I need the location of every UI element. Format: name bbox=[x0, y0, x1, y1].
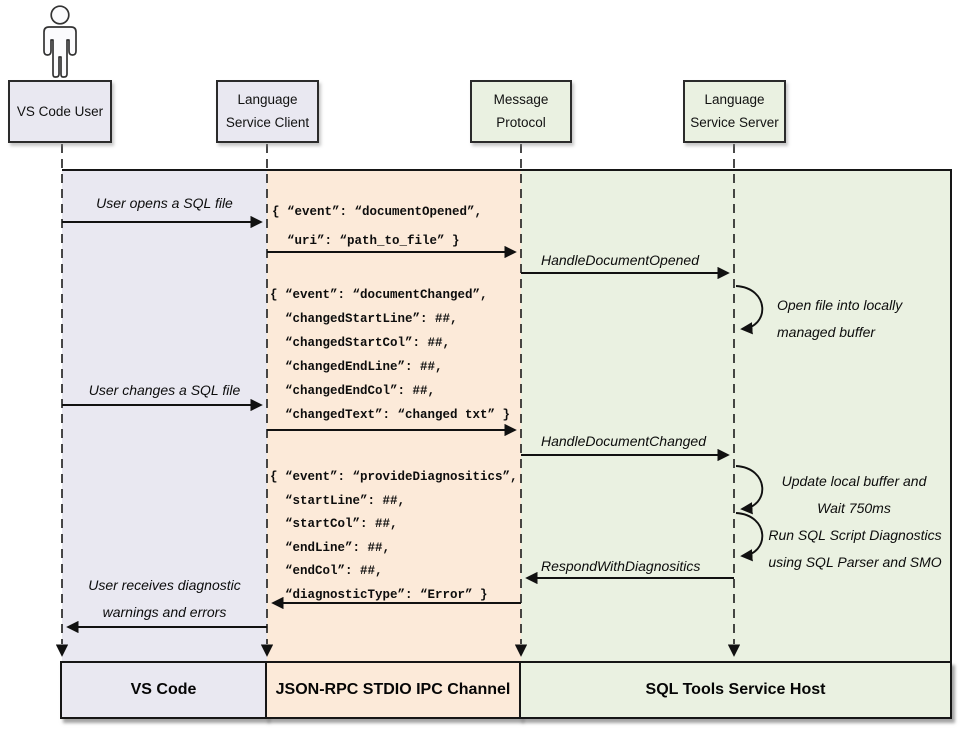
note-line: Wait 750ms bbox=[817, 500, 891, 516]
actor-label-line: Language bbox=[704, 92, 765, 107]
payload-line: “changedText”: “changed txt” } bbox=[270, 408, 511, 422]
payload-line: { “event”: “documentOpened”, bbox=[272, 205, 483, 219]
actor-label-line: Protocol bbox=[496, 115, 546, 130]
payload-document-opened: { “event”: “documentOpened”, “uri”: “pat… bbox=[272, 198, 482, 256]
note-line: managed buffer bbox=[777, 324, 876, 340]
label-line: warnings and errors bbox=[102, 604, 227, 620]
payload-document-changed: { “event”: “documentChanged”, “changedSt… bbox=[270, 283, 510, 427]
swimlane-bands bbox=[62, 169, 952, 663]
label-user-opens-file: User opens a SQL file bbox=[96, 195, 233, 211]
self-loop-open-buffer bbox=[735, 285, 764, 335]
actor-label-line: Service Server bbox=[690, 115, 779, 130]
payload-line: “startLine”: ##, bbox=[270, 493, 406, 508]
note-line: Open file into locally bbox=[777, 297, 903, 313]
footer-label: JSON-RPC STDIO IPC Channel bbox=[275, 681, 511, 698]
payload-line: “changedStartLine”: ##, bbox=[270, 312, 458, 326]
self-loop-run-diagnostics bbox=[735, 512, 764, 562]
footer-label: SQL Tools Service Host bbox=[645, 681, 826, 698]
payload-line: “startCol”: ##, bbox=[270, 517, 398, 531]
label-user-changes-file: User changes a SQL file bbox=[88, 382, 241, 398]
payload-line: “endLine”: ##, bbox=[270, 540, 391, 555]
note-open-buffer: Open file into locally managed buffer bbox=[777, 292, 902, 346]
payload-line: “changedStartCol”: ##, bbox=[270, 336, 451, 350]
footer-label: VS Code bbox=[130, 681, 197, 698]
actor-box-message-protocol: Message Protocol bbox=[470, 80, 572, 143]
note-run-diagnostics: Run SQL Script Diagnostics using SQL Par… bbox=[764, 522, 946, 576]
actor-box-language-service-server: Language Service Server bbox=[683, 80, 786, 143]
payload-line: “uri”: “path_to_file” } bbox=[272, 234, 460, 248]
footer-box-service-host: SQL Tools Service Host bbox=[519, 661, 952, 719]
payload-line: “changedEndCol”: ##, bbox=[270, 384, 436, 398]
person-icon bbox=[43, 5, 77, 78]
band-vscode bbox=[62, 171, 267, 663]
label-handle-document-opened: HandleDocumentOpened bbox=[541, 252, 699, 268]
label-respond-with-diagnostics: RespondWithDiagnositics bbox=[541, 558, 701, 574]
band-service-host bbox=[521, 171, 950, 663]
footer-box-vscode: VS Code bbox=[60, 661, 267, 719]
note-line: using SQL Parser and SMO bbox=[768, 554, 942, 570]
payload-line: “diagnosticType”: “Error” } bbox=[270, 587, 488, 602]
actor-label-line: Message bbox=[493, 92, 549, 107]
actor-label-line: Service Client bbox=[225, 115, 310, 130]
payload-line: “endCol”: ##, bbox=[270, 564, 383, 578]
actor-box-language-service-client: Language Service Client bbox=[216, 80, 319, 143]
note-update-buffer: Update local buffer and Wait 750ms bbox=[766, 468, 942, 522]
actor-box-vscode-user: VS Code User bbox=[8, 80, 112, 143]
label-handle-document-changed: HandleDocumentChanged bbox=[541, 433, 706, 449]
note-line: Update local buffer and bbox=[781, 473, 927, 489]
self-loop-update-buffer bbox=[735, 465, 764, 515]
band-ipc-channel bbox=[267, 171, 521, 663]
payload-line: “changedEndLine”: ##, bbox=[270, 360, 443, 374]
actor-label: VS Code User bbox=[16, 103, 104, 119]
actor-label-line: Language bbox=[237, 92, 298, 107]
footer-box-ipc-channel: JSON-RPC STDIO IPC Channel bbox=[265, 661, 521, 719]
payload-line: { “event”: “documentChanged”, bbox=[270, 288, 488, 302]
label-user-receives-diagnostics: User receives diagnostic warnings and er… bbox=[62, 572, 267, 626]
payload-provide-diagnostics: { “event”: “provideDiagnositics”, “start… bbox=[270, 466, 518, 607]
note-line: Run SQL Script Diagnostics bbox=[768, 527, 942, 543]
payload-line: { “event”: “provideDiagnositics”, bbox=[270, 470, 518, 484]
label-line: User receives diagnostic bbox=[88, 577, 241, 593]
